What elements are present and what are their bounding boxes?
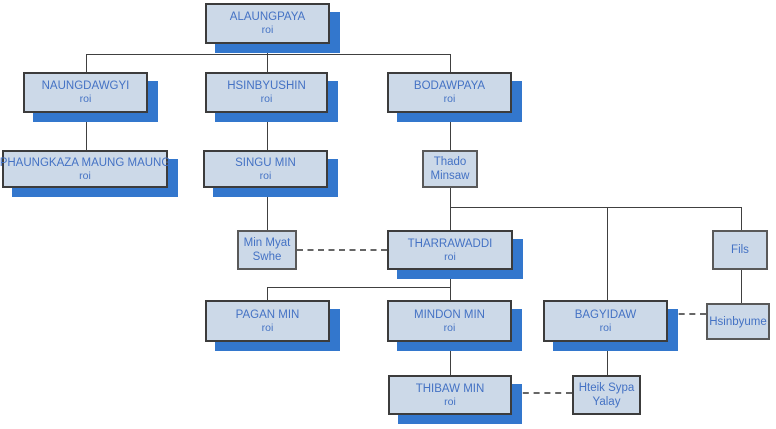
node-name: PAGAN MIN <box>235 308 300 321</box>
connector-line <box>267 54 268 72</box>
node-name: THARRAWADDI <box>407 237 493 250</box>
node-hsinbyume: Hsinbyume <box>706 303 770 340</box>
node-tharrawaddi: THARRAWADDI roi <box>387 230 513 270</box>
node-subtitle: roi <box>444 250 456 263</box>
node-name-line2: Yalay <box>592 396 621 408</box>
connector-line <box>741 270 742 303</box>
connector-line <box>741 207 742 230</box>
node-name: NAUNGDAWGYI <box>41 80 130 92</box>
node-name: Thado <box>433 156 467 168</box>
node-naungdawgyi: NAUNGDAWGYI roi <box>23 72 148 113</box>
marriage-dashed-line <box>297 249 387 251</box>
node-pagan-min: PAGAN MIN roi <box>205 300 330 342</box>
connector-line <box>450 188 451 207</box>
node-name: Fils <box>731 244 749 256</box>
connector-line <box>450 113 451 150</box>
node-subtitle: roi <box>444 395 456 408</box>
node-bagyidaw: BAGYIDAW roi <box>543 300 668 342</box>
node-name: MINDON MIN <box>414 308 485 321</box>
node-thibaw-min: THIBAW MIN roi <box>388 375 512 415</box>
connector-line <box>267 44 268 54</box>
node-hteik-sypa-yalay: Hteik Sypa Yalay <box>572 375 641 415</box>
connector-line <box>450 287 451 300</box>
connector-line <box>267 287 450 288</box>
node-name: BAGYIDAW <box>574 308 637 321</box>
connector-line <box>450 342 451 375</box>
node-subtitle: roi <box>259 169 272 182</box>
connector-line <box>450 54 451 72</box>
node-phaungkaza-maung-maung: PHAUNGKAZA MAUNG MAUNG roi <box>0 150 171 188</box>
node-subtitle: roi <box>443 93 456 105</box>
node-name-line2: Minsaw <box>430 170 470 182</box>
node-name: Min Myat <box>243 237 291 249</box>
node-subtitle: roi <box>261 321 274 334</box>
connector-line <box>267 287 268 300</box>
connector-line <box>267 113 268 150</box>
node-hsinbyushin: HSINBYUSHIN roi <box>205 72 328 113</box>
node-name: Hsinbyume <box>709 315 767 328</box>
node-thado-minsaw: Thado Minsaw <box>422 150 478 188</box>
connector-line <box>607 342 608 375</box>
node-name: PHAUNGKAZA MAUNG MAUNG <box>0 156 171 169</box>
node-alaungpaya: ALAUNGPAYA roi <box>205 3 330 44</box>
node-subtitle: roi <box>79 93 92 105</box>
node-singu-min: SINGU MIN roi <box>203 150 328 188</box>
node-mindon-min: MINDON MIN roi <box>387 300 512 342</box>
connector-line <box>86 113 87 150</box>
connector-line <box>267 188 268 230</box>
marriage-dashed-line <box>512 392 572 394</box>
node-name: HSINBYUSHIN <box>227 80 306 92</box>
node-subtitle: roi <box>79 169 91 182</box>
node-name: THIBAW MIN <box>415 382 485 395</box>
connector-line <box>607 207 608 300</box>
node-name: SINGU MIN <box>235 156 296 169</box>
connector-line <box>86 54 450 55</box>
node-name: BODAWPAYA <box>413 80 486 92</box>
connector-line <box>450 270 451 287</box>
node-subtitle: roi <box>260 93 273 105</box>
node-subtitle: roi <box>599 321 612 334</box>
connector-line <box>450 207 451 230</box>
node-fils: Fils <box>712 230 768 270</box>
node-subtitle: roi <box>261 24 274 36</box>
connector-line <box>450 207 741 208</box>
marriage-dashed-line <box>668 313 706 315</box>
node-min-myat-swhe: Min Myat Swhe <box>237 230 297 270</box>
node-bodawpaya: BODAWPAYA roi <box>387 72 512 113</box>
connector-line <box>86 54 87 72</box>
node-subtitle: roi <box>443 321 456 334</box>
node-name: ALAUNGPAYA <box>229 11 306 23</box>
node-name-line2: Swhe <box>252 251 282 263</box>
node-name: Hteik Sypa <box>578 382 635 394</box>
